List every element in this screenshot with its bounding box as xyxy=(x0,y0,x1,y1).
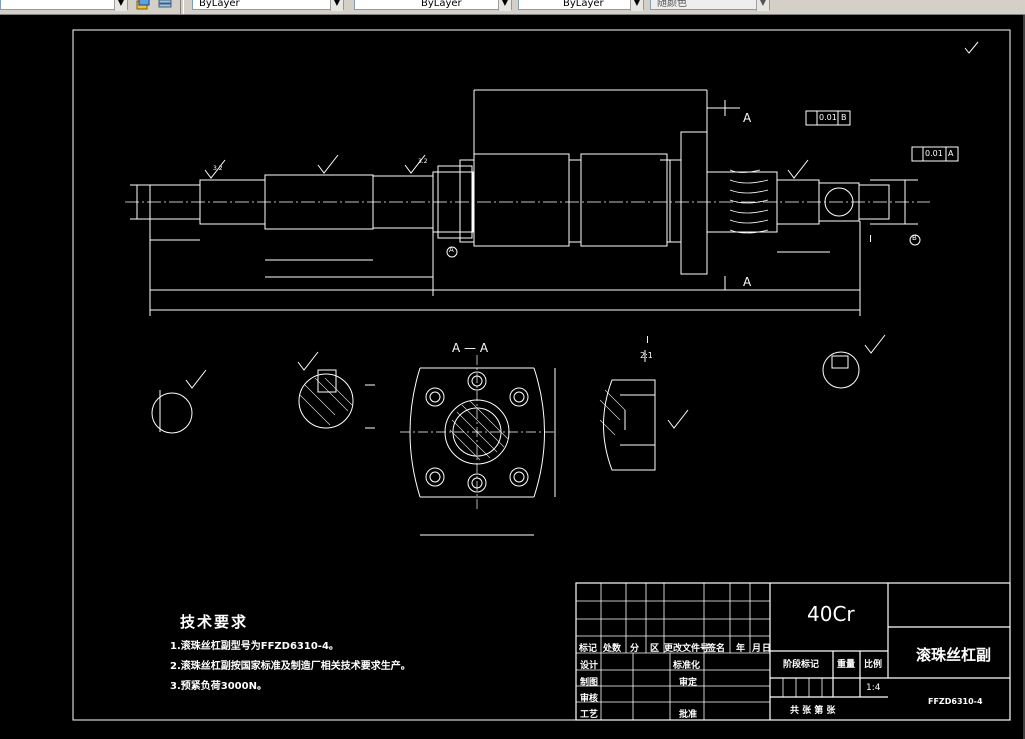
title-block xyxy=(575,582,1011,721)
layer-manager-icon[interactable] xyxy=(158,0,172,10)
lineweight-combo-value: ByLayer xyxy=(563,0,604,9)
stage-mark: 阶段标记 xyxy=(783,660,820,670)
tech-title: 技术要求 xyxy=(180,613,249,631)
standardization: 标准化 xyxy=(673,661,701,671)
role-design: 设计 xyxy=(580,661,599,671)
weight-label: 重量 xyxy=(837,660,856,670)
detail-view-i xyxy=(603,379,656,471)
ratio-label: 比例 xyxy=(864,660,883,670)
detail-label: I xyxy=(646,335,649,346)
chevron-down-icon[interactable]: ▼ xyxy=(498,0,511,11)
hdr-change-doc: 更改文件号 xyxy=(664,644,710,654)
datum-b-label: B xyxy=(912,234,917,242)
tolerance-2-value: 0.01 xyxy=(925,149,943,158)
surface-finish-note: 3.2 xyxy=(213,165,223,172)
chevron-down-icon[interactable]: ▼ xyxy=(630,0,643,11)
datum-a-label: A xyxy=(449,246,454,254)
hdr-div: 分 xyxy=(630,644,640,654)
hdr-year: 年 xyxy=(736,644,746,654)
section-mark-top: A xyxy=(743,111,752,125)
plotstyle-combo[interactable]: 随颜色 ▼ xyxy=(650,0,770,11)
color-combo[interactable]: ByLayer ▼ xyxy=(192,0,344,11)
tech-line-2: 2.滚珠丝杠副按国家标准及制造厂相关技术要求生产。 xyxy=(170,661,411,672)
plotstyle-combo-value: 随颜色 xyxy=(657,0,687,9)
linetype-combo-value: ByLayer xyxy=(421,0,462,9)
section-mark-bottom: A xyxy=(743,275,752,289)
layer-combo[interactable]: ▼ xyxy=(0,0,128,11)
approve: 批准 xyxy=(679,710,698,720)
hdr-count: 处数 xyxy=(603,644,622,654)
review: 审定 xyxy=(679,678,698,688)
tolerance-1-value: 0.01 xyxy=(819,113,837,122)
nut-body xyxy=(473,153,570,247)
detail-callout: I xyxy=(869,234,872,245)
chevron-down-icon[interactable]: ▼ xyxy=(330,0,343,11)
part-name: 滚珠丝杠副 xyxy=(916,646,992,664)
properties-toolbar: ▼ ByLayer ▼ ByLayer ▼ ByLayer ▼ 随颜色 ▼ xyxy=(0,0,1025,15)
linetype-combo[interactable]: ByLayer ▼ xyxy=(354,0,512,11)
section-view-1 xyxy=(151,392,193,434)
technical-requirements: 技术要求 1.滚珠丝杠副型号为FFZD6310-4。 2.滚珠丝杠副按国家标准及… xyxy=(170,611,411,692)
vertical-scrollbar[interactable] xyxy=(1023,15,1025,739)
role-draft: 制图 xyxy=(580,678,599,688)
layer-previous-icon[interactable] xyxy=(136,0,150,10)
surface-finish-note-2: 3.2 xyxy=(418,158,428,165)
chevron-down-icon[interactable]: ▼ xyxy=(114,0,127,11)
hdr-sign: 签名 xyxy=(707,644,726,654)
section-view-2 xyxy=(298,373,354,429)
hdr-mark: 标记 xyxy=(579,644,598,654)
part-code: FFZD6310-4 xyxy=(928,697,983,706)
chevron-down-icon[interactable]: ▼ xyxy=(756,0,769,11)
role-process: 工艺 xyxy=(580,710,599,720)
tech-line-1: 1.滚珠丝杠副型号为FFZD6310-4。 xyxy=(170,641,339,652)
color-combo-value: ByLayer xyxy=(199,0,240,9)
hdr-month: 月 xyxy=(752,644,762,654)
tolerance-1-datum: B xyxy=(841,113,847,122)
sheets-label: 共 张 第 张 xyxy=(790,706,836,716)
drawing-canvas[interactable]: A — A A A I 2:1 I A B 0.01 B 0.01 A 3.2 … xyxy=(0,15,1025,739)
role-check: 审核 xyxy=(580,694,599,704)
nut-flange xyxy=(680,131,708,275)
material: 40Cr xyxy=(807,602,855,626)
tolerance-2-datum: A xyxy=(948,149,954,158)
detail-scale: 2:1 xyxy=(640,351,653,360)
hdr-day: 日 xyxy=(762,644,772,654)
cad-drawing xyxy=(72,29,1011,721)
tech-line-3: 3.预紧负荷3000N。 xyxy=(170,681,267,692)
section-view-3 xyxy=(822,351,860,389)
scale-value: 1:4 xyxy=(866,683,881,693)
lineweight-combo[interactable]: ByLayer ▼ xyxy=(518,0,644,11)
drawing-frame xyxy=(72,29,1011,721)
hdr-zone: 区 xyxy=(650,644,660,654)
toolbar-separator xyxy=(180,0,184,14)
section-aa-label: A — A xyxy=(452,341,489,355)
